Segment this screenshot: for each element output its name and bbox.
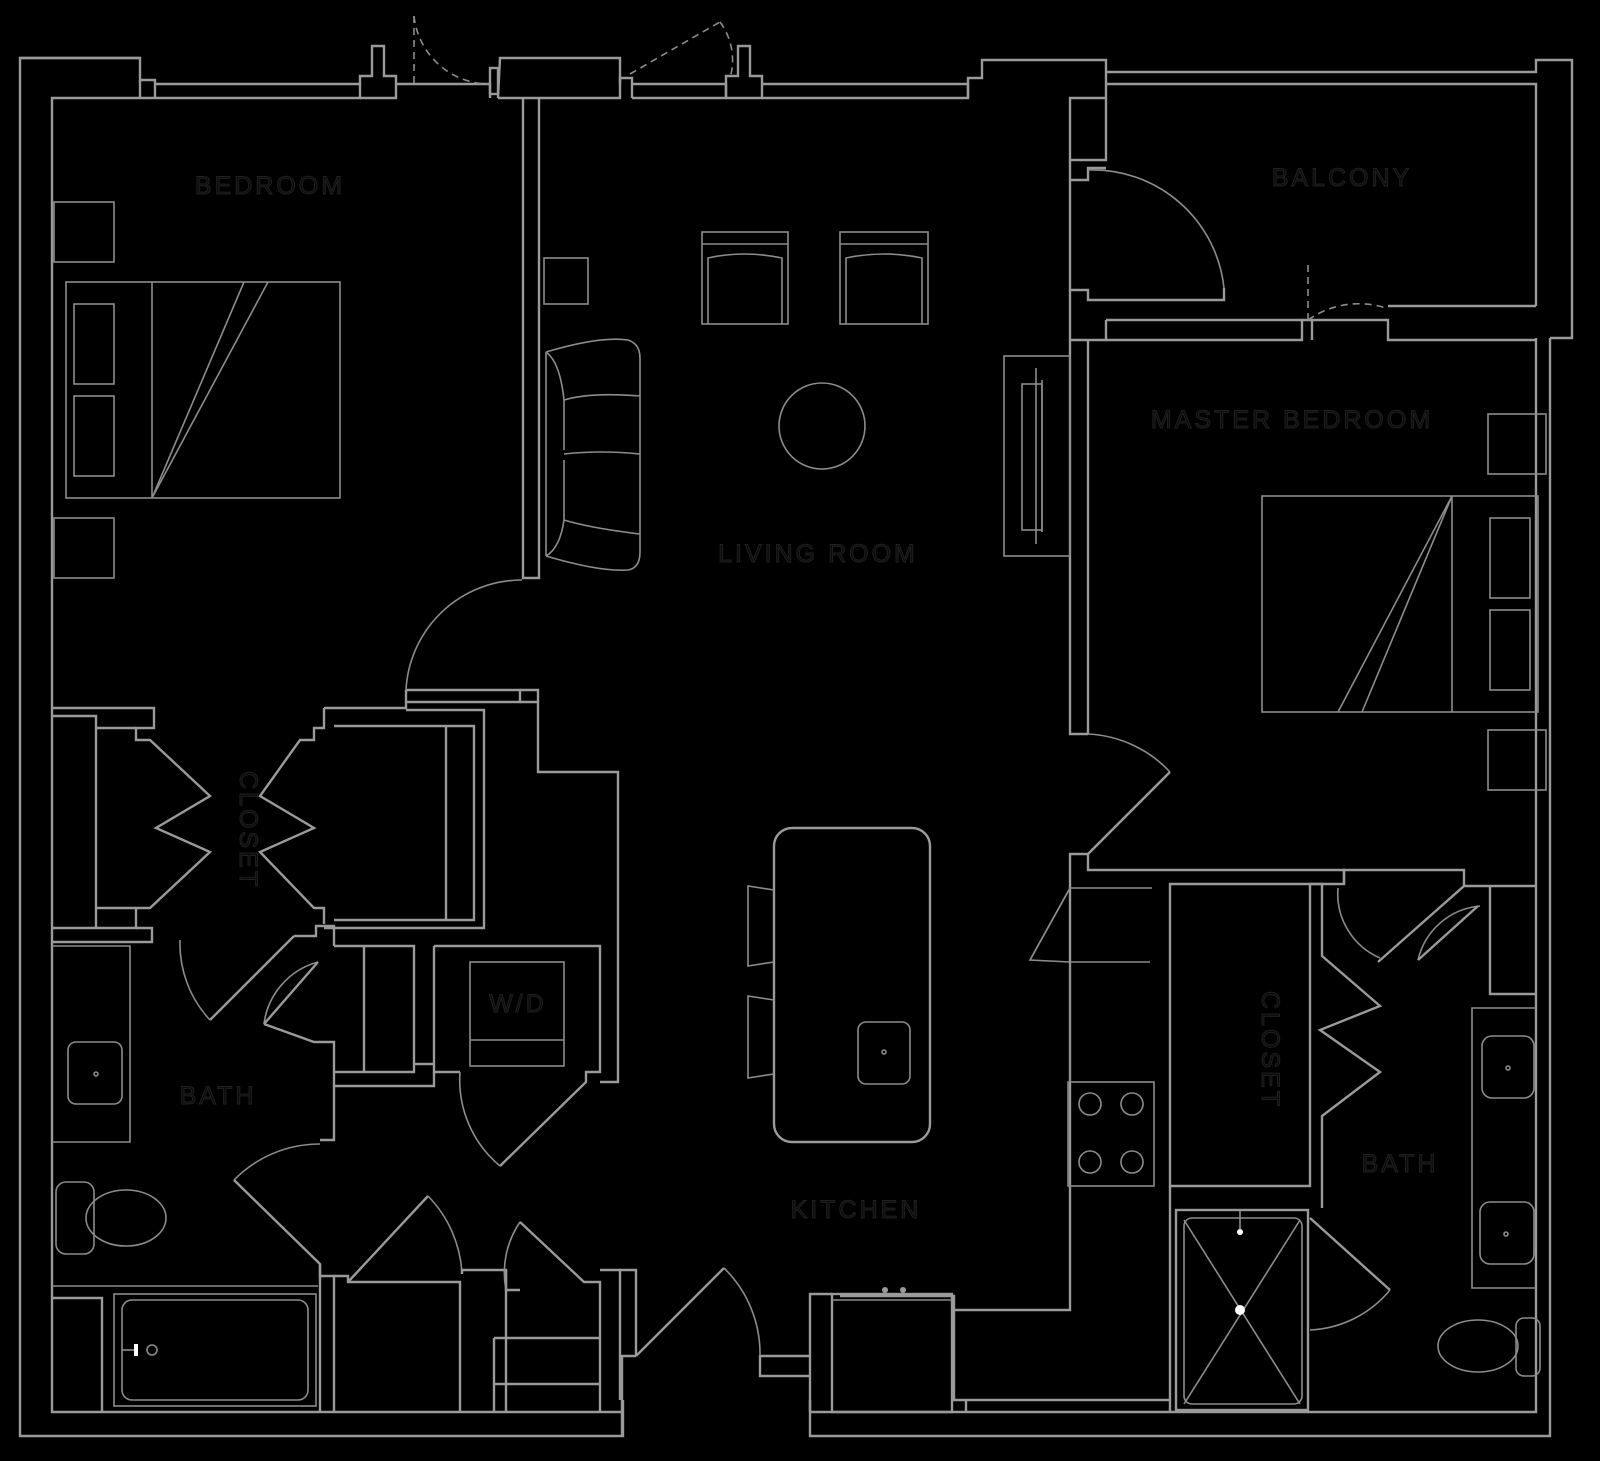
pillow xyxy=(1489,609,1531,691)
tv-console xyxy=(1003,355,1071,557)
label-kitchen: KITCHEN xyxy=(791,1196,922,1224)
label-closet-left: CLOSET xyxy=(234,771,262,889)
nightstand xyxy=(53,201,115,263)
armchair xyxy=(701,231,789,325)
coffee-table xyxy=(778,382,866,470)
furniture xyxy=(53,201,1547,791)
label-bedroom: BEDROOM xyxy=(195,172,345,200)
label-balcony: BALCONY xyxy=(1272,164,1412,192)
nightstand xyxy=(1487,729,1547,791)
exterior-walls xyxy=(18,44,1574,1438)
nightstand xyxy=(1487,413,1547,475)
end-table xyxy=(543,257,589,305)
interior-walls xyxy=(52,98,1541,1436)
bed xyxy=(1261,495,1539,713)
pillow xyxy=(73,395,115,477)
pillow xyxy=(73,303,115,385)
room-labels: BEDROOM BALCONY LIVING ROOM MASTER BEDRO… xyxy=(179,164,1439,1225)
bed xyxy=(65,281,341,499)
sofa xyxy=(545,338,641,572)
label-closet-right: CLOSET xyxy=(1256,991,1284,1109)
pillow xyxy=(1489,517,1531,599)
label-bath-right: BATH xyxy=(1362,1150,1439,1178)
label-master-bedroom: MASTER BEDROOM xyxy=(1151,406,1433,434)
label-bath-left: BATH xyxy=(180,1082,257,1110)
top-doors xyxy=(413,15,734,85)
armchair xyxy=(839,231,929,325)
label-living-room: LIVING ROOM xyxy=(718,540,918,568)
nightstand xyxy=(53,517,115,579)
label-wd: W/D xyxy=(489,990,547,1018)
